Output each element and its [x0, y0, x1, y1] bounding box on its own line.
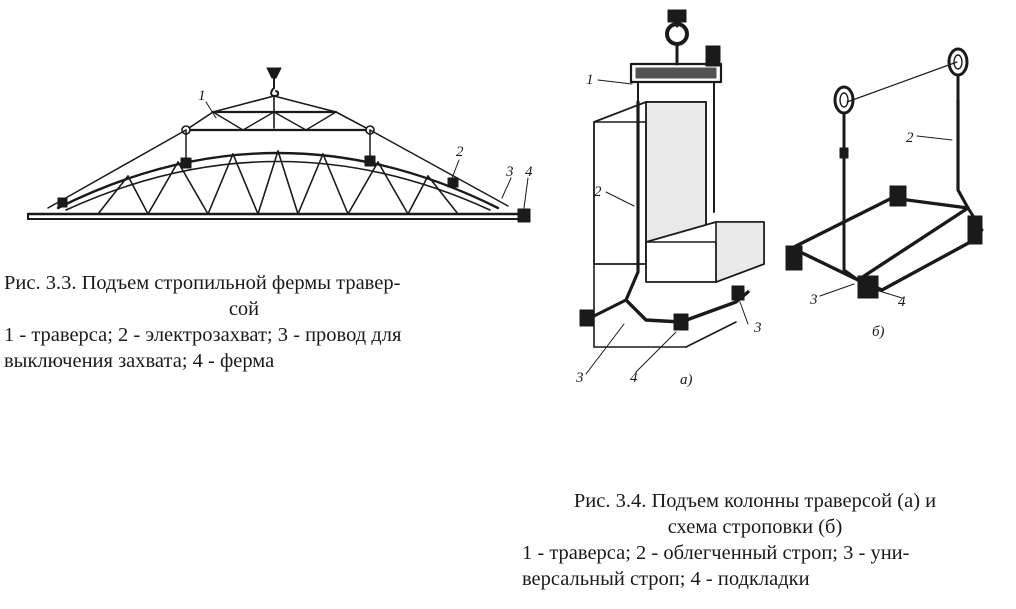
- column-lifting-drawing: 1 2 3 3 4 а): [576, 9, 765, 388]
- column: [593, 101, 765, 348]
- callout-2: 2: [456, 144, 464, 160]
- callout-3: 3: [809, 292, 818, 308]
- crane-hook-icon: [266, 67, 282, 97]
- slinging-scheme-figure: 2 3 4 б): [772, 40, 1002, 350]
- caption-title-line: сой: [228, 298, 260, 320]
- caption-title-line: Рис. 3.4. Подъем колонны траверсой (а) и: [573, 490, 937, 512]
- caption-legend-line: 1 - траверса; 2 - облегченный строп; 3 -…: [522, 542, 910, 564]
- part-b-label: б): [872, 324, 885, 340]
- column-lifting-figure: 1 2 3 3 4 а): [576, 2, 776, 397]
- pad-icon: [785, 245, 803, 271]
- callout-3: 3: [753, 320, 762, 336]
- callout-3: 3: [505, 164, 514, 180]
- pad-icon: [673, 313, 689, 331]
- roof-truss: [26, 150, 531, 223]
- pad-icon: [579, 309, 595, 327]
- slinging-scheme-drawing: 2 3 4 б): [785, 47, 984, 340]
- caption-legend-line: выключения захвата; 4 - ферма: [4, 350, 275, 372]
- caption-title-line: схема строповки (б): [667, 516, 843, 538]
- caption-legend-line: версальный строп; 4 - подкладки: [522, 568, 810, 590]
- traverse: [181, 110, 375, 135]
- callout-4: 4: [525, 164, 533, 180]
- pad-icon: [967, 215, 983, 245]
- truss-lifting-figure: 1 2 3 4: [18, 58, 538, 233]
- traverse: [629, 42, 723, 103]
- caption-legend-line: 1 - траверса; 2 - электрозахват; 3 - про…: [4, 324, 402, 346]
- callout-4: 4: [630, 370, 638, 386]
- pad-icon: [731, 285, 745, 301]
- callout-4: 4: [898, 294, 906, 310]
- callout-3: 3: [576, 370, 584, 386]
- figure-3-3-caption: Рис. 3.3. Подъем стропильной фермы траве…: [4, 270, 504, 374]
- caption-title-line: Рис. 3.3. Подъем стропильной фермы траве…: [4, 272, 401, 294]
- sling-eye-icon: [833, 85, 855, 162]
- callout-1: 1: [198, 88, 206, 104]
- crane-hook-icon: [665, 9, 689, 46]
- figure-3-4-caption: Рис. 3.4. Подъем колонны траверсой (а) и…: [522, 488, 1002, 592]
- callout-2: 2: [906, 130, 914, 146]
- callout-1: 1: [586, 72, 594, 88]
- truss-lifting-drawing: 1 2 3 4: [26, 67, 533, 223]
- part-a-label: а): [680, 372, 693, 388]
- callout-2: 2: [594, 184, 602, 200]
- sling-eye-icon: [947, 47, 969, 102]
- pad-icon: [857, 275, 879, 299]
